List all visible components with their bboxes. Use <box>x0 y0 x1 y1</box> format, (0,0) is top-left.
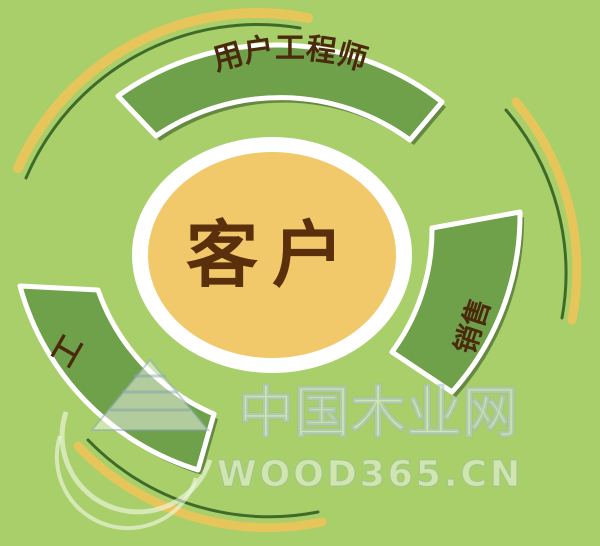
segment-right-shape <box>389 209 523 395</box>
watermark-url: WOOD365.CN <box>217 454 523 495</box>
watermark: 中国木业网 WOOD365.CN <box>54 358 523 531</box>
center-label: 客户 <box>186 212 358 297</box>
outer-arc-bottom-yellow <box>73 441 327 533</box>
outer-arc-bottom-dark <box>86 438 320 519</box>
segment-left-shape <box>17 283 217 473</box>
outer-arc-top-left-dark <box>24 22 302 180</box>
outer-arc-right-yellow <box>511 97 582 325</box>
center-disc <box>148 152 396 358</box>
center-node: 客户 <box>132 137 412 373</box>
outer-arc-top-left-yellow <box>13 8 313 173</box>
segment-right: 销售 <box>389 209 525 397</box>
watermark-title: 中国木业网 <box>238 381 518 446</box>
outer-arc-right-dark <box>504 108 568 320</box>
tree-logo <box>54 358 213 531</box>
segment-top-shape <box>115 42 445 143</box>
segment-top: 用户工程师 <box>115 31 446 145</box>
